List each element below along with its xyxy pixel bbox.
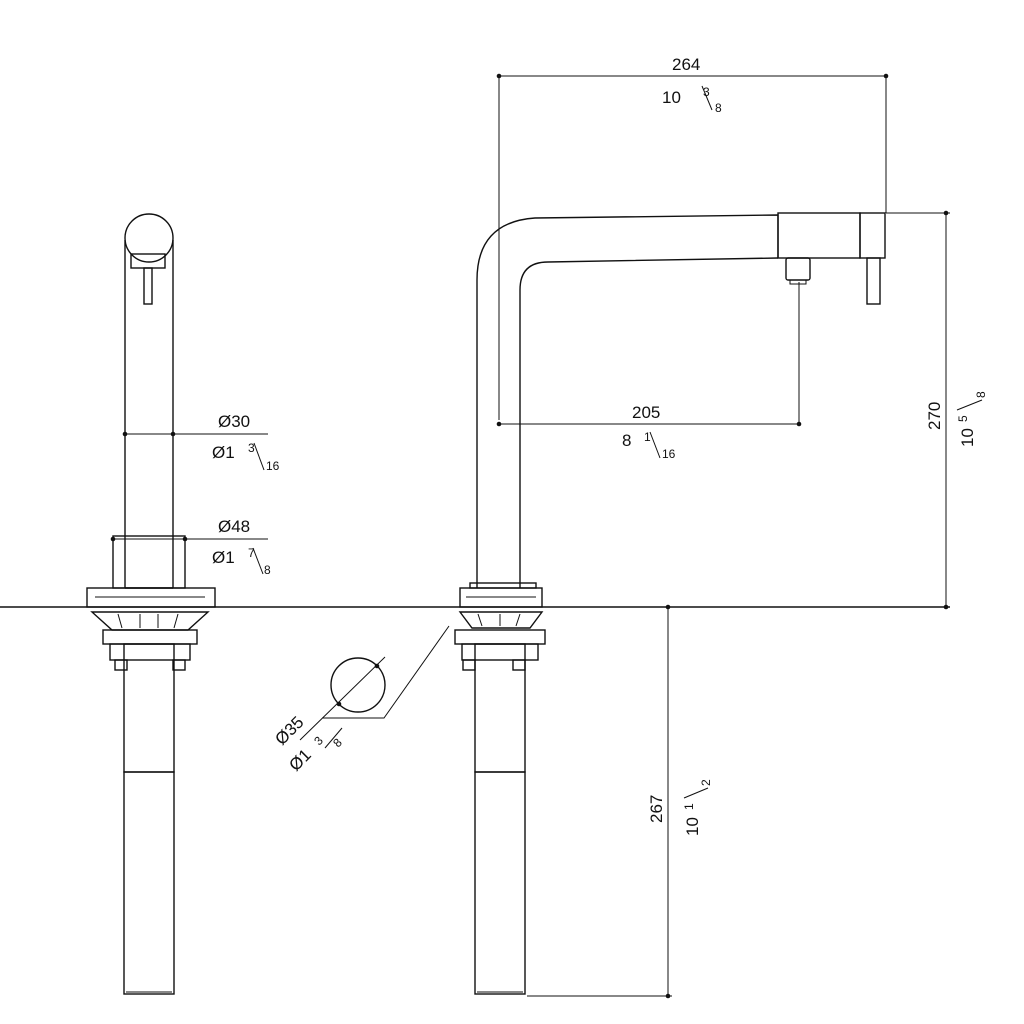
- dim-base-mm: Ø48: [218, 517, 250, 536]
- dim-hole-in-num: 3: [311, 733, 326, 748]
- dim-width-mm: 264: [672, 55, 700, 74]
- side-hose-lower: [474, 771, 526, 995]
- front-handle-knob: [124, 213, 174, 263]
- dim-reach-in-whole: 8: [622, 431, 631, 450]
- dim-reach-in-den: 16: [662, 447, 676, 461]
- dim-hole-mm: Ø35: [271, 713, 307, 749]
- dim-width-in-num: 3: [703, 85, 710, 99]
- front-mount-washer: [90, 611, 210, 631]
- dim-below-in-num: 1: [682, 803, 696, 810]
- side-base-cover: [469, 582, 537, 589]
- hole-diameter-circle: [330, 657, 386, 713]
- dim-below-deck: 267 10 1 2: [527, 604, 713, 999]
- dim-width-in-den: 8: [715, 101, 722, 115]
- dim-base-in-den: 8: [264, 563, 271, 577]
- dim-spout-in-den: 16: [266, 459, 280, 473]
- side-escutcheon: [459, 587, 543, 608]
- side-shank: [474, 643, 526, 773]
- dim-hole-diameter: Ø35 Ø1 3 8: [271, 625, 450, 775]
- dim-reach-in-num: 1: [644, 430, 651, 444]
- dim-hole-in-den: 8: [330, 735, 345, 750]
- dim-base-diameter: Ø48 Ø1 7 8: [110, 517, 271, 577]
- dim-spout-in-whole: Ø1: [212, 443, 235, 462]
- spray-outlet: [785, 257, 811, 281]
- side-view: [454, 212, 886, 995]
- dim-hole-in-whole: Ø1: [285, 745, 314, 774]
- front-base-cover: [112, 535, 186, 589]
- dim-reach-mm: 205: [632, 403, 660, 422]
- front-hose-lower: [123, 771, 175, 995]
- spout-outer-edge: [476, 214, 779, 588]
- dim-spout-mm: Ø30: [218, 412, 250, 431]
- front-mount-plate: [102, 629, 198, 645]
- side-handle-cap: [859, 212, 886, 259]
- dim-spout-in-num: 3: [248, 441, 255, 455]
- side-mount-plate: [454, 629, 546, 645]
- front-shank: [123, 643, 175, 773]
- spout-inner-edge: [519, 257, 779, 588]
- dim-below-in-whole: 10: [683, 817, 702, 836]
- dim-spout-diameter: Ø30 Ø1 3 16: [122, 412, 280, 473]
- side-mount-washer: [458, 611, 544, 629]
- dim-height: 270 10 5 8: [886, 210, 988, 610]
- front-view: [86, 213, 216, 995]
- front-handle-lever: [130, 253, 166, 269]
- front-escutcheon: [86, 587, 216, 608]
- side-handle-lever: [866, 257, 881, 305]
- dim-height-in-whole: 10: [958, 428, 977, 447]
- side-handle-block: [777, 212, 861, 259]
- dim-base-in-num: 7: [248, 546, 255, 560]
- dim-height-mm: 270: [925, 402, 944, 430]
- dim-base-in-whole: Ø1: [212, 548, 235, 567]
- dim-height-in-num: 5: [956, 415, 970, 422]
- dim-width-total: 264 10 3 8: [496, 55, 889, 420]
- dim-reach: 205 8 1 16: [496, 282, 802, 461]
- dim-below-in-den: 2: [699, 779, 713, 786]
- dim-width-in-whole: 10: [662, 88, 681, 107]
- dim-height-in-den: 8: [974, 391, 988, 398]
- dim-below-mm: 267: [647, 795, 666, 823]
